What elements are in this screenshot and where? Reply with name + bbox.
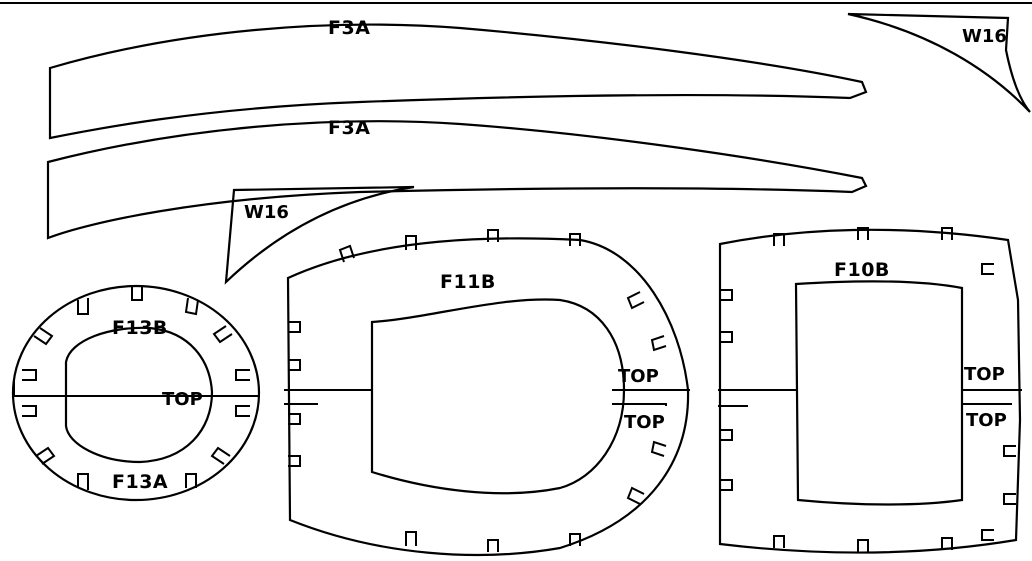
part-f3a-lower: F3A (46, 117, 868, 240)
part-w16-middle: W16 (224, 185, 415, 285)
label-w16-middle: W16 (244, 202, 289, 223)
label-f10-top-lower: TOP (966, 410, 1007, 431)
label-f11b: F11B (440, 271, 496, 293)
label-w16-top-right: W16 (962, 26, 1007, 47)
part-f13: F13B F13A TOP (11, 284, 261, 502)
part-f10: F10B TOP TOP (718, 227, 1022, 554)
label-f3a-upper: F3A (328, 17, 370, 39)
label-f3a-lower: F3A (328, 117, 370, 139)
label-f11-top-upper: TOP (618, 366, 659, 387)
part-f3a-upper: F3A (48, 17, 868, 140)
label-f11-top-lower: TOP (624, 412, 665, 433)
label-f10-top-upper: TOP (964, 364, 1005, 385)
label-f13b: F13B (112, 317, 168, 339)
part-w16-top-right: W16 (847, 12, 1031, 113)
label-f13a: F13A (112, 471, 168, 493)
part-f11: F11B TOP TOP (284, 229, 690, 557)
label-f10b: F10B (834, 259, 890, 281)
label-f13-top: TOP (162, 389, 203, 410)
